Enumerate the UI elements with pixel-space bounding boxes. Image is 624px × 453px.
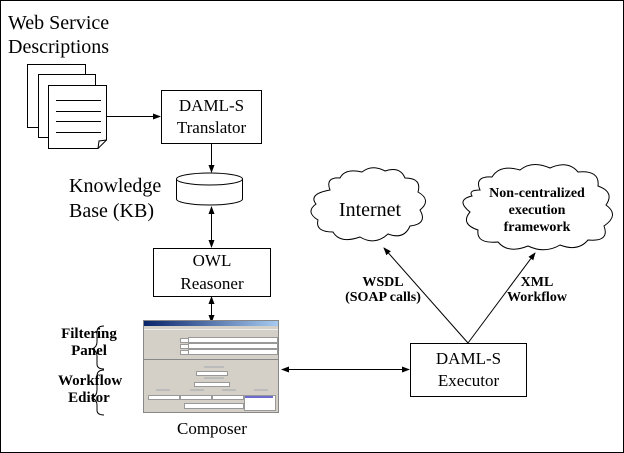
internet-cloud-icon xyxy=(310,167,426,242)
owl-reasoner-box: OWL Reasoner xyxy=(153,248,271,297)
daml-s-translator-box: DAML-S Translator xyxy=(161,90,262,144)
xml-workflow-label: XML Workflow xyxy=(507,275,567,306)
internet-label: Internet xyxy=(338,199,402,221)
composer-screenshot xyxy=(143,320,279,413)
arrow-executor-to-internet xyxy=(383,247,469,344)
label-line: Editor xyxy=(68,389,110,406)
knowledge-base-label: Knowledge Base (KB) xyxy=(69,175,161,222)
box-line: Executor xyxy=(437,371,500,390)
box-line: DAML-S xyxy=(178,95,245,115)
label-line: Non-centralized xyxy=(489,186,585,201)
workflow-editor-label: Workflow Editor xyxy=(58,373,123,406)
composer-label: Composer xyxy=(177,419,247,438)
daml-s-executor-box: DAML-S Executor xyxy=(410,343,527,397)
workflow-node xyxy=(204,366,224,368)
label-line: execution xyxy=(508,202,566,218)
web-service-descriptions-label: Web Service Descriptions xyxy=(8,12,109,58)
workflow-node xyxy=(190,389,204,391)
framework-cloud-icon xyxy=(462,164,613,251)
workflow-node xyxy=(204,377,224,379)
workflow-editor-brace xyxy=(90,369,105,416)
arrow-executor-to-framework xyxy=(467,252,536,344)
workflow-select xyxy=(212,395,244,400)
label-line: framework xyxy=(503,219,571,235)
label-line: Filtering xyxy=(61,326,117,342)
workflow-node xyxy=(222,389,236,391)
cylinder-database-icon xyxy=(176,172,243,206)
workflow-node xyxy=(254,389,268,391)
wsdl-soap-label: WSDL (SOAP calls) xyxy=(343,275,423,306)
panel-divider xyxy=(144,359,278,360)
workflow-node xyxy=(196,371,228,376)
label-line: (SOAP calls) xyxy=(345,290,421,306)
workflow-node xyxy=(194,382,230,387)
box-line: Translator xyxy=(176,118,247,137)
filter-input xyxy=(188,337,278,343)
document-fold xyxy=(97,139,107,149)
label-line: Knowledge xyxy=(69,175,162,197)
filter-input xyxy=(188,343,278,349)
workflow-list xyxy=(244,395,276,411)
framework-label: Non-centralized execution framework xyxy=(472,186,602,236)
box-line: Reasoner xyxy=(180,273,244,293)
stacked-documents-icon xyxy=(27,64,107,149)
label-line: Descriptions xyxy=(8,36,110,58)
label-line: XML xyxy=(520,275,554,290)
workflow-node xyxy=(156,389,170,391)
composer-menu-bar xyxy=(144,326,278,330)
label-line: Base (KB) xyxy=(69,200,154,222)
workflow-input xyxy=(184,403,244,409)
label-line: Panel xyxy=(71,342,107,359)
box-line: DAML-S xyxy=(435,348,502,368)
filtering-panel-label: Filtering Panel xyxy=(58,326,120,359)
document-front xyxy=(48,85,107,149)
box-line: OWL xyxy=(192,251,232,271)
filter-input xyxy=(188,349,278,355)
label-line: Workflow xyxy=(58,373,123,389)
label-line: WSDL xyxy=(362,275,404,290)
label-line: Web Service xyxy=(8,12,110,34)
workflow-list-selection xyxy=(245,396,273,398)
composer-title-bar xyxy=(144,321,278,326)
filtering-panel-brace xyxy=(90,325,105,370)
workflow-select xyxy=(180,395,212,400)
workflow-select xyxy=(148,395,180,400)
label-line: Workflow xyxy=(507,290,567,306)
